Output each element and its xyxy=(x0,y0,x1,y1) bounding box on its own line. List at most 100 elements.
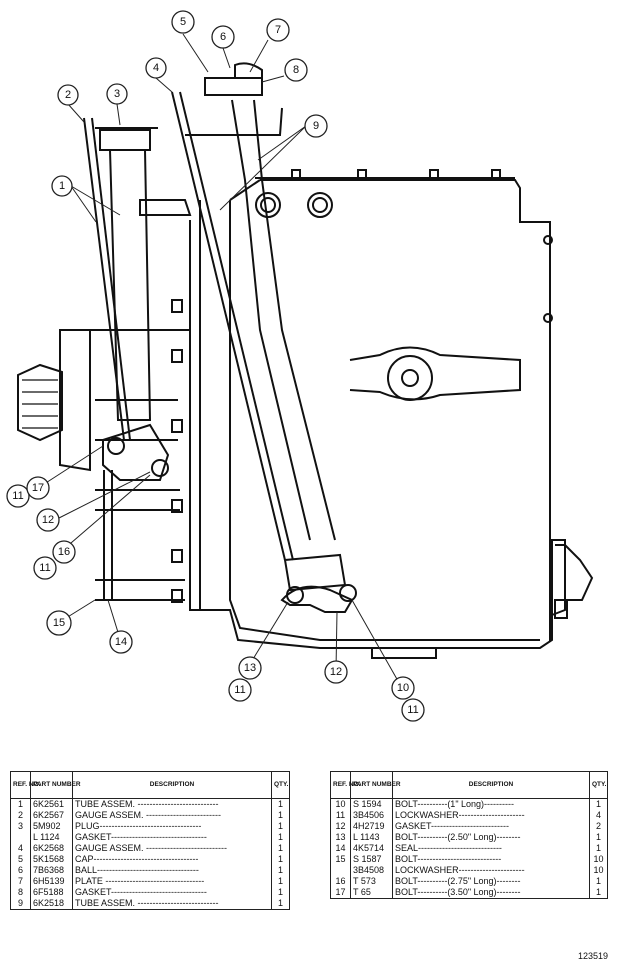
header-qty: QTY. xyxy=(589,771,608,799)
description-cell: BOLT----------(2.75" Long)-------- xyxy=(392,876,590,887)
ref-no-cell: 7 xyxy=(10,876,31,887)
part-number-cell: 6K2561 xyxy=(30,798,73,810)
description-cell: LOCKWASHER---------------------- xyxy=(392,865,590,876)
callout-14: 14 xyxy=(109,630,133,654)
qty-cell: 10 xyxy=(589,854,608,865)
svg-text:17: 17 xyxy=(32,482,44,494)
svg-text:4: 4 xyxy=(153,62,159,74)
part-number-cell: L 1124 xyxy=(30,832,73,843)
part-number-cell: 6H5139 xyxy=(30,876,73,887)
ref-no-cell: 16 xyxy=(330,876,351,887)
description-cell: CAP----------------------------------- xyxy=(72,854,272,865)
qty-cell: 1 xyxy=(271,854,290,865)
callout-9: 9 xyxy=(304,114,328,138)
qty-cell: 4 xyxy=(589,810,608,821)
ref-no-cell: 3 xyxy=(10,821,31,832)
svg-text:12: 12 xyxy=(42,514,54,526)
header-part-number: PART NUMBER xyxy=(350,771,401,799)
description-cell: GAUGE ASSEM. --------------------------- xyxy=(72,843,272,854)
callout-4: 4 xyxy=(145,57,167,79)
svg-text:8: 8 xyxy=(293,64,299,76)
part-number-cell: 5M902 xyxy=(30,821,73,832)
svg-text:6: 6 xyxy=(220,31,226,43)
callout-8: 8 xyxy=(284,58,308,82)
description-cell: TUBE ASSEM. --------------------------- xyxy=(72,898,272,910)
ref-no-cell: 17 xyxy=(330,887,351,899)
qty-cell: 2 xyxy=(589,821,608,832)
ref-no-cell: 4 xyxy=(10,843,31,854)
svg-text:15: 15 xyxy=(53,617,65,629)
part-number-cell: 3B4506 xyxy=(350,810,393,821)
qty-cell: 1 xyxy=(589,876,608,887)
description-cell: TUBE ASSEM. --------------------------- xyxy=(72,798,272,810)
description-cell: GAUGE ASSEM. ------------------------- xyxy=(72,810,272,821)
qty-cell: 10 xyxy=(589,865,608,876)
callout-6: 6 xyxy=(211,25,235,49)
callout-13: 13 xyxy=(238,656,262,680)
callout-15: 15 xyxy=(46,610,72,636)
qty-cell: 1 xyxy=(271,898,290,910)
part-number-cell: L 1143 xyxy=(350,832,393,843)
svg-text:5: 5 xyxy=(180,16,186,28)
ref-no-cell: 12 xyxy=(330,821,351,832)
part-number-cell: 6F5188 xyxy=(30,887,73,898)
description-cell: LOCKWASHER---------------------- xyxy=(392,810,590,821)
part-number-cell: 6K2567 xyxy=(30,810,73,821)
callout-3: 3 xyxy=(106,83,128,105)
callout-16: 16 xyxy=(52,540,76,564)
qty-cell: 1 xyxy=(589,887,608,899)
ref-no-cell: 13 xyxy=(330,832,351,843)
svg-text:7: 7 xyxy=(275,24,281,36)
ref-no-cell: 15 xyxy=(330,854,351,865)
ref-no-cell: 8 xyxy=(10,887,31,898)
part-number-cell: 5K1568 xyxy=(30,854,73,865)
qty-cell: 1 xyxy=(271,865,290,876)
qty-cell: 1 xyxy=(271,876,290,887)
callout-11-c: 11 xyxy=(228,678,252,702)
callout-10: 10 xyxy=(391,676,415,700)
callout-1: 1 xyxy=(51,175,73,197)
callout-11-a: 11 xyxy=(6,484,30,508)
svg-text:12: 12 xyxy=(330,666,342,678)
description-cell: SEAL---------------------------- xyxy=(392,843,590,854)
callout-2: 2 xyxy=(57,84,79,106)
svg-text:11: 11 xyxy=(407,704,418,716)
svg-text:13: 13 xyxy=(244,662,256,674)
qty-cell: 1 xyxy=(271,798,290,810)
ref-no-cell: 9 xyxy=(10,898,31,910)
description-cell: BOLT---------------------------- xyxy=(392,854,590,865)
description-cell: GASKET-------------------------------- xyxy=(72,832,272,843)
header-qty: QTY. xyxy=(271,771,290,799)
description-cell: BOLT----------(3.50" Long)-------- xyxy=(392,887,590,899)
header-description: DESCRIPTION xyxy=(72,771,272,799)
description-cell: BOLT----------(2.50" Long)-------- xyxy=(392,832,590,843)
header-ref-no: REF. NO. xyxy=(10,771,40,799)
part-number-cell: 6K2518 xyxy=(30,898,73,910)
header-part-number: PART NUMBER xyxy=(30,771,81,799)
callout-17: 17 xyxy=(26,476,50,500)
svg-text:2: 2 xyxy=(65,89,71,101)
ref-no-cell: 10 xyxy=(330,798,351,810)
qty-cell: 1 xyxy=(589,798,608,810)
svg-text:3: 3 xyxy=(114,88,120,100)
leader-lines xyxy=(37,33,403,689)
callout-12-a: 12 xyxy=(36,508,60,532)
svg-text:11: 11 xyxy=(12,490,23,502)
housing-drawing xyxy=(17,62,594,659)
qty-cell: 1 xyxy=(271,843,290,854)
callout-5: 5 xyxy=(171,10,195,34)
qty-cell: 1 xyxy=(271,887,290,898)
description-cell: BALL---------------------------------- xyxy=(72,865,272,876)
